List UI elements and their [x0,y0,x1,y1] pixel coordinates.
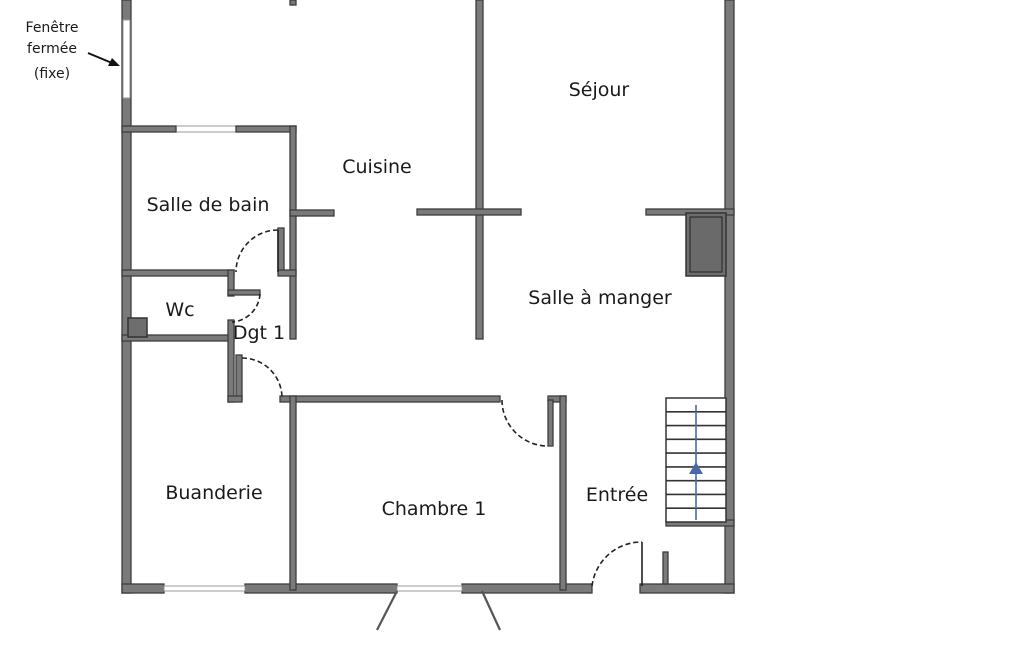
label-salle-de-bain: Salle de bain [147,194,270,216]
label-wc: Wc [165,299,194,321]
wall-bedroom-door-stop [547,399,554,447]
label-sejour: Séjour [569,79,630,101]
windows [122,19,463,592]
annotation-line-3: (fixe) [34,66,70,82]
label-dgt: Dgt 1 [233,322,285,344]
wall-bath-top-right [235,125,297,133]
bath-door-swing [235,229,279,273]
bedroom-window-leaf-left [376,590,398,631]
wall-bath-bottom-right [277,269,297,277]
wall-wc-right-top [227,269,235,297]
wall-laundry-bedroom [289,395,297,591]
annotation-line-1: Fenêtre [26,20,79,36]
doors [231,229,643,631]
wall-bottom-4 [639,583,735,594]
staircase [665,397,727,523]
wall-bottom-2 [244,583,398,594]
wall-top-stub [289,0,297,6]
window-annotation: Fenêtre fermée (fixe) [26,20,120,82]
label-cuisine: Cuisine [342,156,412,178]
annotation-arrow-head [108,58,120,66]
fixed-window [122,19,131,99]
wc-shaft [127,317,148,338]
wall-bedroom-top [279,395,501,403]
interior-walls [121,0,735,591]
room-labels: Séjour Cuisine Salle de bain Salle à man… [147,79,672,520]
dgt-door-swing [241,357,283,399]
chimney-shaft-inner [689,216,723,273]
wall-cross-vertical [475,0,484,340]
entrance-door-swing [591,541,643,587]
label-chambre: Chambre 1 [382,498,487,520]
bedroom-window-leaf-right [481,590,501,631]
wall-dgt-jamb [235,354,243,400]
wall-bath-bottom [121,269,235,277]
wall-bath-right [289,125,297,340]
shafts [127,212,727,338]
wall-bedroom-right [559,395,567,591]
laundry-window [163,585,246,592]
label-salle-a-manger: Salle à manger [528,287,672,309]
wall-bath-door-jamb [277,227,285,273]
wall-laundry-top-stub [227,395,243,403]
wc-door-swing [231,293,261,323]
bathroom-window [175,125,237,133]
bedroom-door-swing [501,399,549,447]
bedroom-window [396,585,463,592]
wall-cross-horizontal [416,208,522,216]
annotation-arrow-line [87,52,113,64]
annotation-line-2: fermée [27,41,77,57]
label-buanderie: Buanderie [165,482,262,504]
wall-wc-door-stop [227,289,261,296]
wall-bottom-1 [121,583,165,594]
wall-bath-top-left [121,125,177,133]
label-entree: Entrée [586,484,648,506]
wall-kitchen-stub [289,209,335,217]
stair-direction-arrow-icon [689,462,703,474]
wall-entry-door-stop [662,551,669,585]
